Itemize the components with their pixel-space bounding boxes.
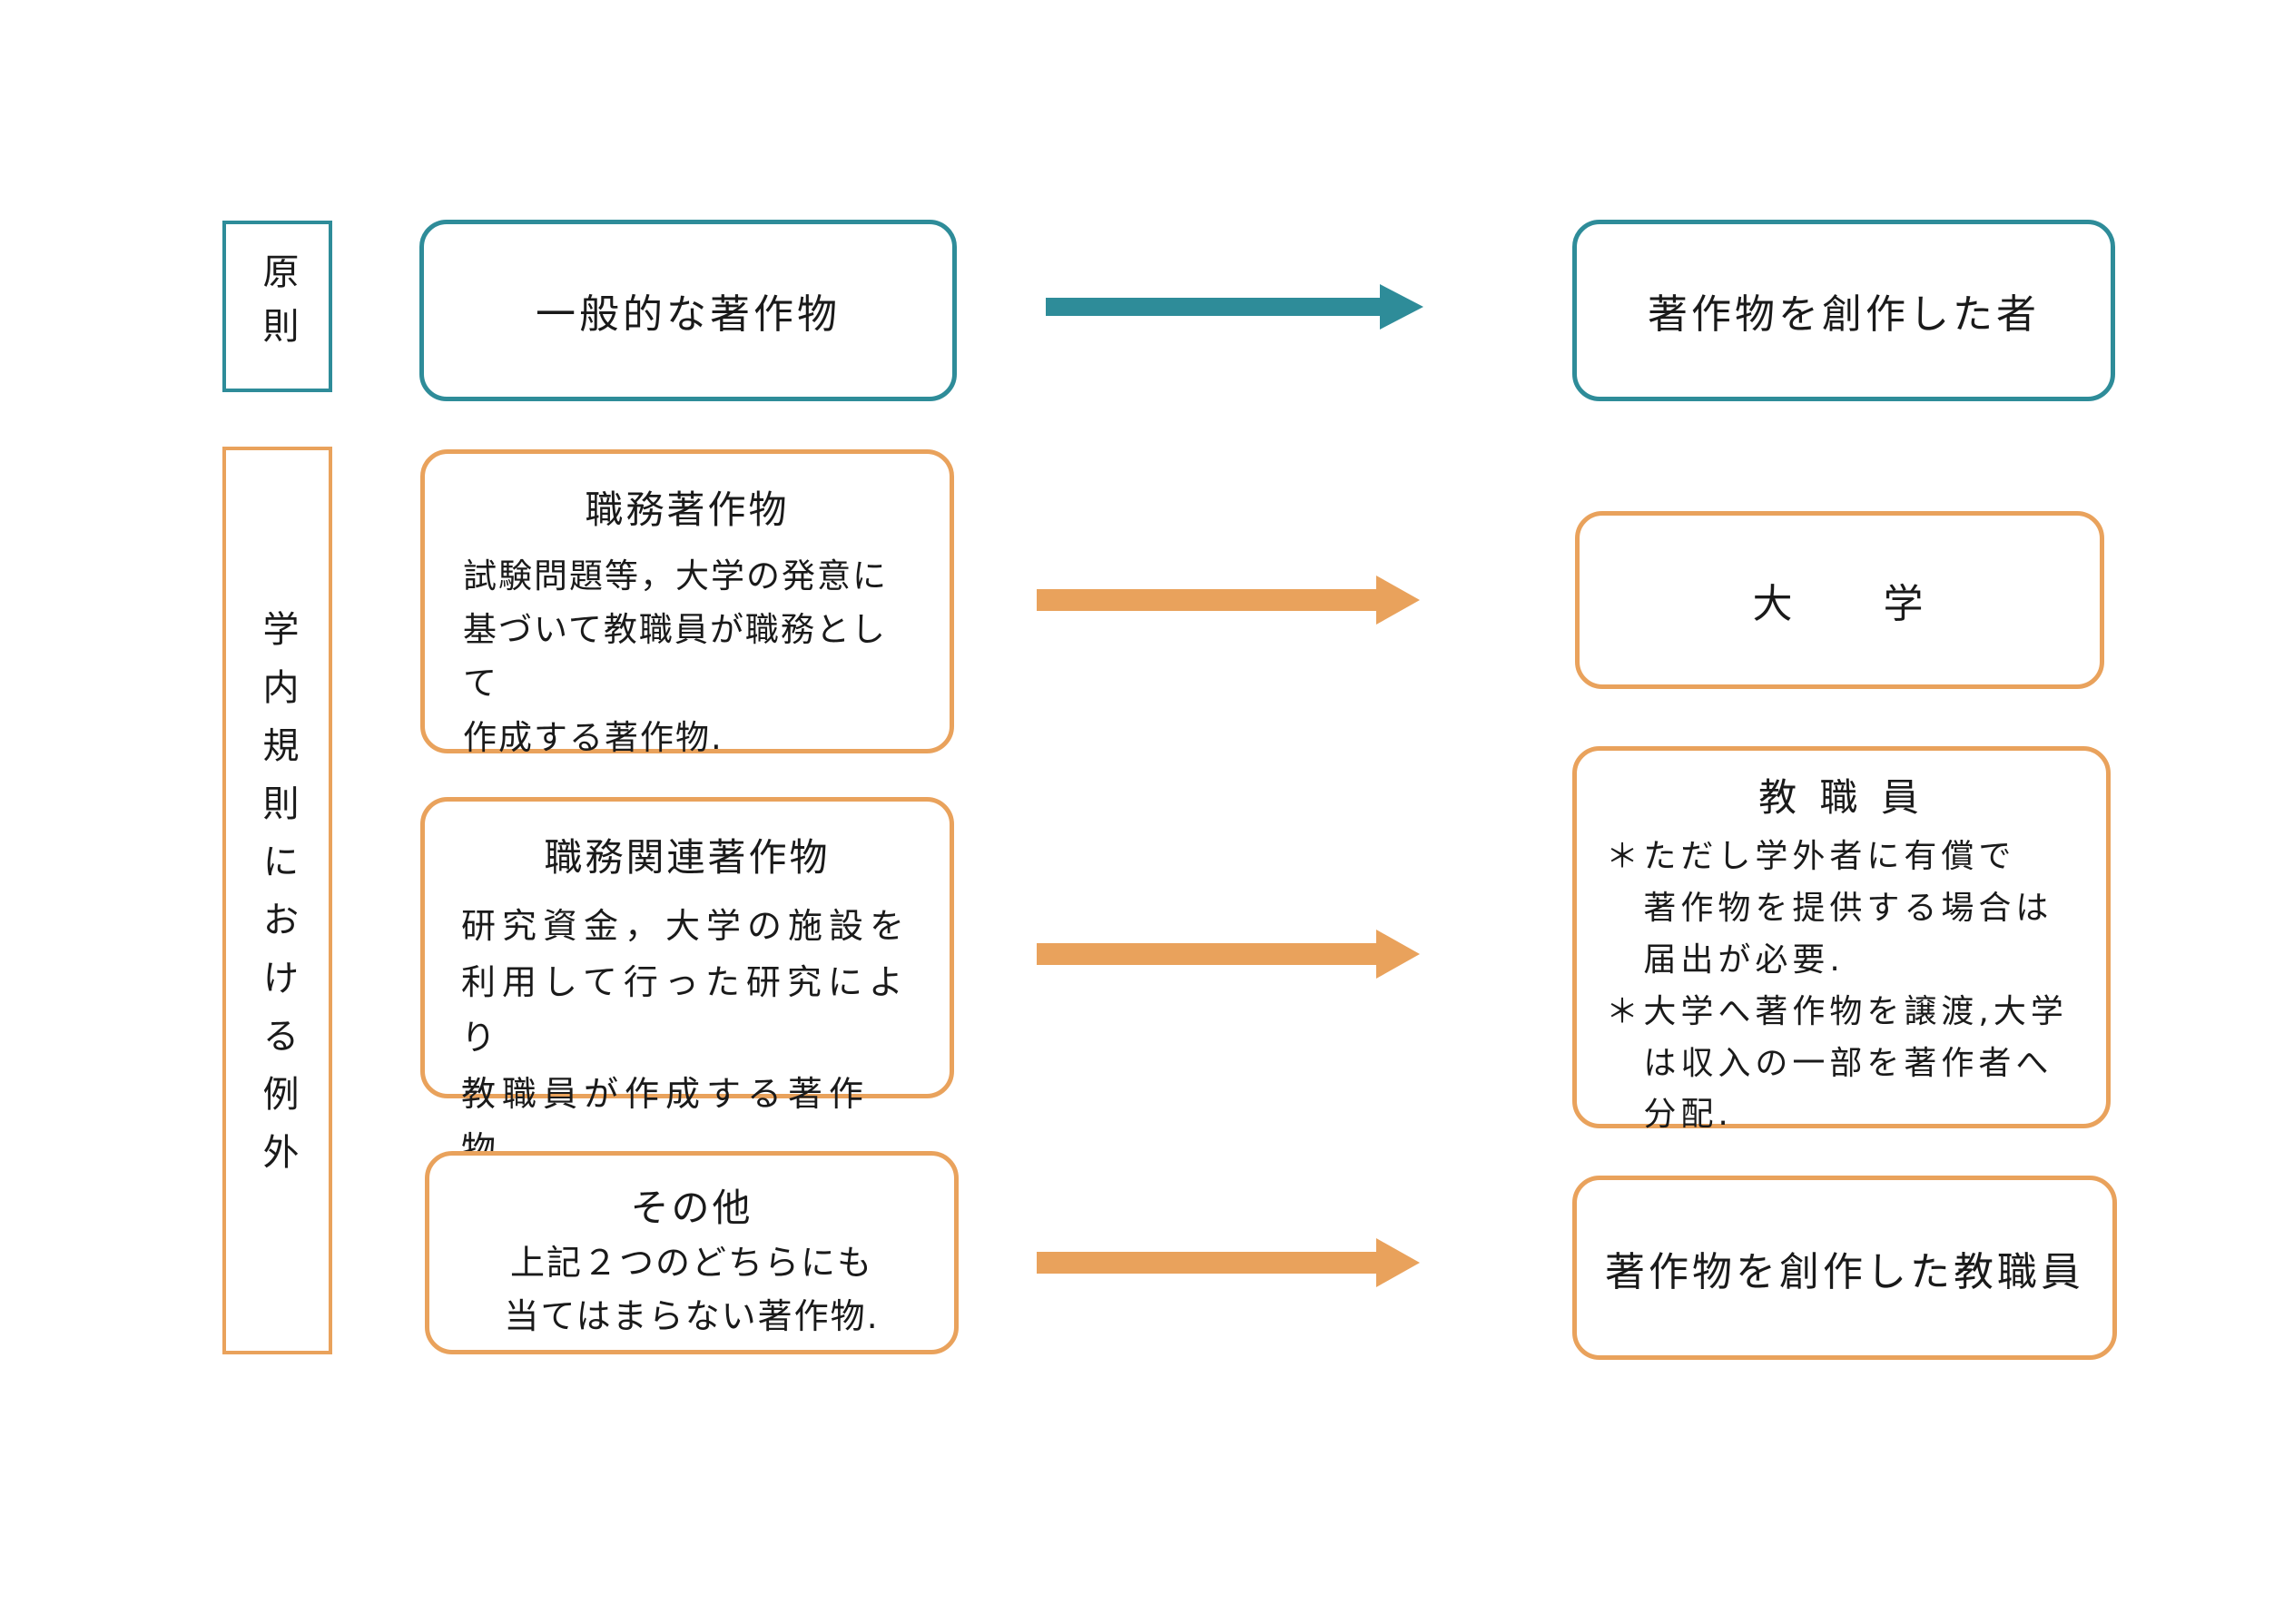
work-for-hire-title: 職務著作物 — [585, 487, 790, 532]
general-work-title: 一般的な著作物 — [536, 291, 841, 338]
exception-label: 学内規則における例外 — [256, 610, 299, 1191]
staff-note-item: ＊ ただし学外者に有償で 著作物を提供する場合は 届出が必要. — [1606, 832, 2082, 987]
created-staff-title: 著作物を創作した教職員 — [1605, 1248, 2084, 1295]
flow-arrow-teal-icon — [1046, 283, 1423, 330]
general-work-node: 一般的な著作物 — [419, 220, 957, 401]
work-for-hire-body: 試験問題等，大学の発意に 基づいて教職員が職務として 作成する著作物. — [463, 556, 888, 757]
other-work-body: 上記２つのどちらにも 当てはまらない著作物. — [504, 1243, 880, 1336]
creator-title: 著作物を創作した者 — [1648, 291, 2040, 338]
arrow-shaft — [1046, 298, 1382, 316]
staff-note-item: ＊ 大学へ著作物を譲渡,大学 は収入の一部を著作者へ 分配. — [1606, 987, 2082, 1142]
arrow-shaft — [1037, 943, 1378, 965]
staff-note-text: ただし学外者に有償で 著作物を提供する場合は 届出が必要. — [1643, 838, 2053, 979]
asterisk-marker: ＊ — [1606, 992, 1644, 1030]
duty-related-body: 研究資金，大学の施設を 利用して行った研究により 教職員が作成する著作物. — [461, 906, 911, 1170]
arrow-head — [1376, 576, 1420, 625]
staff-notes: ＊ ただし学外者に有償で 著作物を提供する場合は 届出が必要. ＊ 大学へ著作物… — [1577, 822, 2106, 1141]
staff-title: 教 職 員 — [1758, 775, 1925, 820]
flow-arrow-orange-2-icon — [1037, 929, 1420, 979]
arrow-head — [1376, 930, 1420, 979]
university-title: 大 学 — [1752, 581, 1927, 627]
exception-label-box: 学内規則における例外 — [222, 447, 332, 1354]
other-work-title: その他 — [630, 1186, 753, 1230]
flow-arrow-orange-3-icon — [1037, 1237, 1420, 1288]
staff-note-text: 大学へ著作物を譲渡,大学 は収入の一部を著作者へ 分配. — [1643, 992, 2068, 1134]
duty-related-title: 職務関連著作物 — [544, 835, 831, 880]
arrow-head — [1380, 284, 1423, 330]
arrow-shaft — [1037, 1252, 1378, 1274]
arrow-head — [1376, 1238, 1420, 1287]
principle-label: 原則 — [256, 251, 299, 361]
asterisk-marker: ＊ — [1606, 838, 1644, 875]
university-node: 大 学 — [1575, 511, 2104, 689]
other-work-node: その他 上記２つのどちらにも 当てはまらない著作物. — [425, 1151, 959, 1354]
arrow-shaft — [1037, 589, 1378, 611]
flow-arrow-orange-1-icon — [1037, 575, 1420, 625]
staff-node: 教 職 員 ＊ ただし学外者に有償で 著作物を提供する場合は 届出が必要. ＊ … — [1572, 746, 2111, 1133]
created-staff-node: 著作物を創作した教職員 — [1572, 1176, 2117, 1360]
work-for-hire-node: 職務著作物 試験問題等，大学の発意に 基づいて教職員が職務として 作成する著作物… — [420, 449, 954, 757]
duty-related-work-node: 職務関連著作物 研究資金，大学の施設を 利用して行った研究により 教職員が作成す… — [420, 797, 954, 1169]
principle-label-box: 原則 — [222, 221, 332, 392]
creator-node: 著作物を創作した者 — [1572, 220, 2115, 401]
